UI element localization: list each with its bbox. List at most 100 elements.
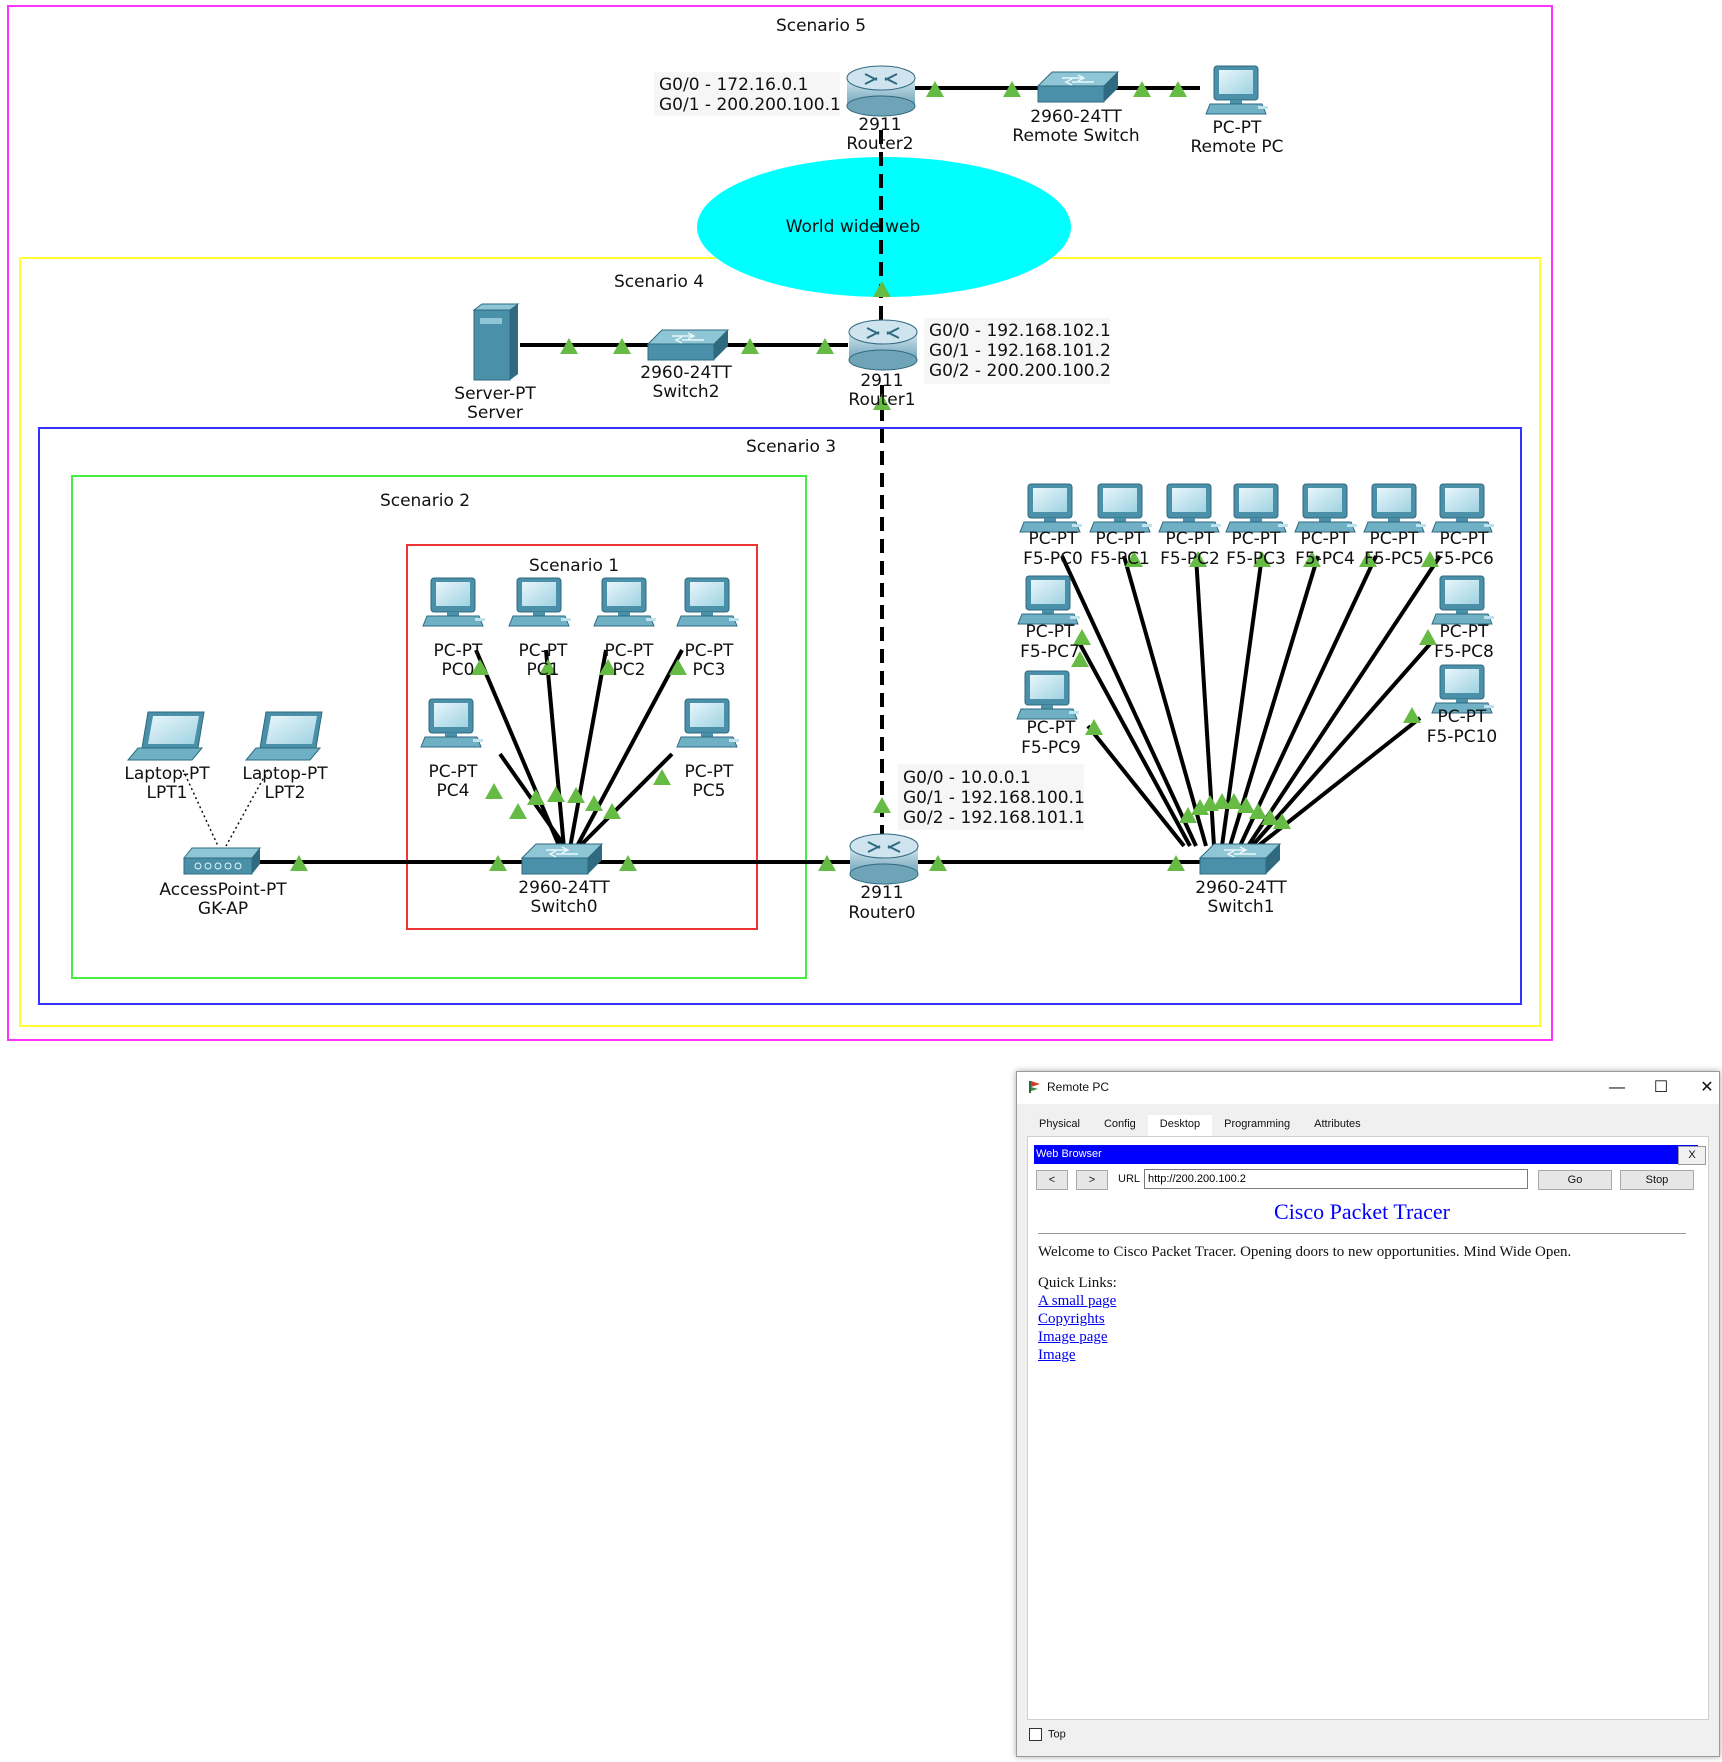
- link-switch0-pc5: [576, 752, 674, 850]
- pc-model-label: PC-PT: [685, 641, 735, 661]
- pc-pc4-icon[interactable]: [420, 698, 484, 748]
- router1-iface-2: G0/2 - 200.200.100.2: [929, 361, 1111, 381]
- laptop-lpt1-icon[interactable]: [127, 711, 205, 761]
- pc-f5-pc9-icon[interactable]: [1016, 670, 1080, 720]
- pc-model-label: PC-PT: [1370, 529, 1420, 549]
- pc-f5-pc7-icon[interactable]: [1017, 575, 1081, 625]
- router1-name: Router1: [848, 390, 915, 410]
- pc-model-label: PC-PT: [605, 641, 655, 661]
- back-button[interactable]: <: [1036, 1170, 1068, 1190]
- pc-f5-pc5-icon[interactable]: [1363, 483, 1427, 533]
- router0-icon[interactable]: [849, 833, 919, 885]
- switch0-name: Switch0: [530, 897, 597, 917]
- scenario-3-box: [38, 427, 1522, 1005]
- pc-pc0-icon[interactable]: [422, 577, 486, 627]
- pc-name-label: F5-PC5: [1364, 549, 1424, 569]
- minimize-button[interactable]: —: [1609, 1079, 1625, 1096]
- link-switch1-f5-pc0: [1060, 555, 1198, 847]
- remote-pc-name: Remote PC: [1190, 137, 1283, 157]
- server-icon[interactable]: [473, 303, 519, 381]
- pc-model-label: PC-PT: [1440, 622, 1490, 642]
- tab-physical[interactable]: Physical: [1027, 1115, 1092, 1137]
- web-browser-close-button[interactable]: X: [1678, 1146, 1706, 1165]
- switch1-name: Switch1: [1207, 897, 1274, 917]
- pc-pc5-icon[interactable]: [676, 698, 740, 748]
- remote-pc-model: PC-PT: [1213, 118, 1263, 138]
- scenario-3-label: Scenario 3: [746, 437, 836, 457]
- switch0-icon[interactable]: [521, 843, 603, 875]
- top-option: Top: [1029, 1728, 1066, 1741]
- tab-programming[interactable]: Programming: [1212, 1115, 1303, 1137]
- laptop-lpt2-name: LPT2: [265, 783, 306, 803]
- pc-name-label: F5-PC6: [1434, 549, 1494, 569]
- link-up-indicator: [485, 783, 503, 799]
- router2-icon[interactable]: [846, 65, 916, 117]
- pc-f5-pc1-icon[interactable]: [1089, 483, 1153, 533]
- pc-name-label: PC4: [437, 781, 470, 801]
- pc-pc1-icon[interactable]: [508, 577, 572, 627]
- web-browser-titlebar: Web Browser X: [1034, 1145, 1706, 1165]
- pc-f5-pc10-icon[interactable]: [1431, 664, 1495, 714]
- access-point-icon[interactable]: [183, 847, 261, 875]
- pc-f5-pc3-icon[interactable]: [1225, 483, 1289, 533]
- top-checkbox-label: Top: [1048, 1728, 1066, 1741]
- url-input[interactable]: [1144, 1169, 1528, 1189]
- close-button[interactable]: ✕: [1700, 1079, 1714, 1096]
- forward-button[interactable]: >: [1076, 1170, 1108, 1190]
- pc-model-label: PC-PT: [1232, 529, 1282, 549]
- web-browser-title: Web Browser: [1036, 1148, 1102, 1160]
- router1-iface-box: [924, 318, 1110, 384]
- switch0-model: 2960-24TT: [518, 878, 610, 898]
- link-switch1-f5-pc9: [1086, 724, 1186, 848]
- top-checkbox[interactable]: [1029, 1728, 1042, 1741]
- link-switch0-pc3: [574, 649, 684, 849]
- link-up-indicator: [509, 803, 527, 819]
- router0-iface-1: G0/1 - 192.168.100.1: [903, 788, 1085, 808]
- router2-iface-0: G0/0 - 172.16.0.1: [659, 75, 808, 95]
- link-up-indicator: [873, 797, 891, 813]
- router0-iface-box: [898, 764, 1084, 830]
- quick-links-label: Quick Links:: [1038, 1275, 1117, 1291]
- pc-model-label: PC-PT: [434, 641, 484, 661]
- pc-name-label: PC1: [527, 660, 560, 680]
- router2-iface-1: G0/1 - 200.200.100.1: [659, 95, 841, 115]
- link-switch1-f5-pc7: [1078, 643, 1192, 847]
- pc-pc3-icon[interactable]: [676, 577, 740, 627]
- pc-f5-pc8-icon[interactable]: [1431, 575, 1495, 625]
- scenario-1-label: Scenario 1: [529, 556, 619, 576]
- maximize-button[interactable]: ☐: [1653, 1079, 1669, 1096]
- pc-pc2-icon[interactable]: [593, 577, 657, 627]
- pc-f5-pc6-icon[interactable]: [1431, 483, 1495, 533]
- tab-attributes[interactable]: Attributes: [1302, 1115, 1373, 1137]
- laptop-lpt2-icon[interactable]: [245, 711, 323, 761]
- remote-switch-icon[interactable]: [1037, 71, 1119, 103]
- link-image-page[interactable]: Image page: [1038, 1329, 1108, 1345]
- switch2-model: 2960-24TT: [640, 363, 732, 383]
- pc-f5-pc4-icon[interactable]: [1294, 483, 1358, 533]
- pc-model-label: PC-PT: [1026, 622, 1076, 642]
- pc-f5-pc2-icon[interactable]: [1158, 483, 1222, 533]
- go-button[interactable]: Go: [1538, 1170, 1612, 1190]
- pc-name-label: F5-PC7: [1020, 642, 1080, 662]
- pc-f5-pc0-icon[interactable]: [1019, 483, 1083, 533]
- stop-button[interactable]: Stop: [1620, 1170, 1694, 1190]
- pc-model-label: PC-PT: [519, 641, 569, 661]
- tab-desktop[interactable]: Desktop: [1147, 1115, 1213, 1140]
- link-copyrights[interactable]: Copyrights: [1038, 1311, 1105, 1327]
- remote-pc-icon[interactable]: [1205, 65, 1269, 115]
- pc-model-label: PC-PT: [1301, 529, 1351, 549]
- link-switch0-pc2: [568, 649, 608, 849]
- router1-icon[interactable]: [848, 319, 918, 371]
- pc-name-label: F5-PC9: [1021, 738, 1081, 758]
- tab-config[interactable]: Config: [1091, 1115, 1148, 1137]
- window-titlebar[interactable]: Remote PC — ☐ ✕: [1017, 1072, 1719, 1104]
- server-model: Server-PT: [454, 384, 536, 404]
- switch1-icon[interactable]: [1199, 843, 1281, 875]
- switch2-name: Switch2: [652, 382, 719, 402]
- router0-model: 2911: [860, 883, 903, 903]
- link-image[interactable]: Image: [1038, 1347, 1076, 1363]
- link-small-page[interactable]: A small page: [1038, 1293, 1117, 1309]
- pc-name-label: F5-PC0: [1023, 549, 1083, 569]
- switch2-icon[interactable]: [647, 329, 729, 361]
